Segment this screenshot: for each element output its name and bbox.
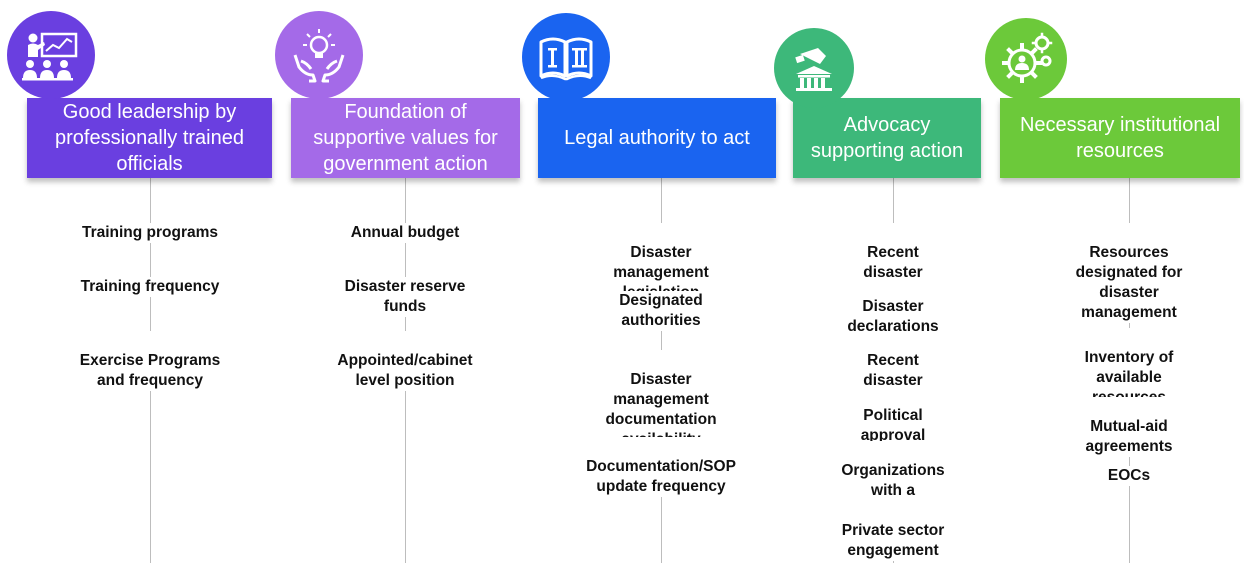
list-item: Resources designated for disaster manage… [1071, 223, 1187, 323]
list-item: Documentation/SOP update frequency [582, 437, 740, 497]
list-item: Inventory of available resources [1071, 328, 1187, 408]
list-item: Annual budget [346, 223, 464, 243]
list-item: Training programs [77, 223, 223, 243]
column-title: Necessary institutional resources [1019, 114, 1221, 162]
column-title: Advocacy supporting action [810, 114, 964, 162]
classroom-teacher-icon [7, 11, 95, 99]
column-header: Foundation of supportive values for gove… [291, 98, 520, 178]
open-law-book-icon [522, 13, 610, 101]
column-leadership: Good leadership by professionally traine… [0, 0, 300, 563]
column-title: Foundation of supportive values for gove… [313, 101, 498, 175]
column-advocacy: Advocacy supporting action Recent disast… [774, 0, 1010, 563]
list-item: EOCs [1103, 466, 1155, 486]
list-item: Designated authorities [591, 291, 731, 331]
column-resources: Necessary institutional resources [985, 0, 1244, 563]
list-item: Private sector engagement [837, 501, 949, 561]
column-header: Necessary institutional resources [1000, 98, 1240, 178]
column-header: Legal authority to act [538, 98, 776, 178]
column-values: Foundation of supportive values for gove… [260, 0, 560, 563]
list-item: Disaster management legislation [591, 223, 731, 303]
gears-person-icon [985, 18, 1067, 100]
column-header: Good leadership by professionally traine… [27, 98, 272, 178]
column-title: Good leadership by professionally traine… [55, 101, 244, 175]
list-item: Disaster declarations [843, 277, 943, 337]
hands-lightbulb-icon [275, 11, 363, 99]
list-item: Exercise Programs and frequency [75, 331, 225, 391]
list-item: Disaster management documentation availa… [591, 350, 731, 450]
list-item: Appointed/cabinet level position [333, 331, 477, 391]
list-item: Disaster reserve funds [327, 277, 483, 317]
government-building-megaphone-icon [774, 28, 854, 108]
column-legal: Legal authority to act Disaster manageme… [520, 0, 800, 563]
list-item: Training frequency [76, 277, 224, 297]
column-title: Legal authority to act [564, 127, 750, 149]
column-header: Advocacy supporting action [793, 98, 981, 178]
list-item: Mutual-aid agreements [1081, 397, 1177, 457]
